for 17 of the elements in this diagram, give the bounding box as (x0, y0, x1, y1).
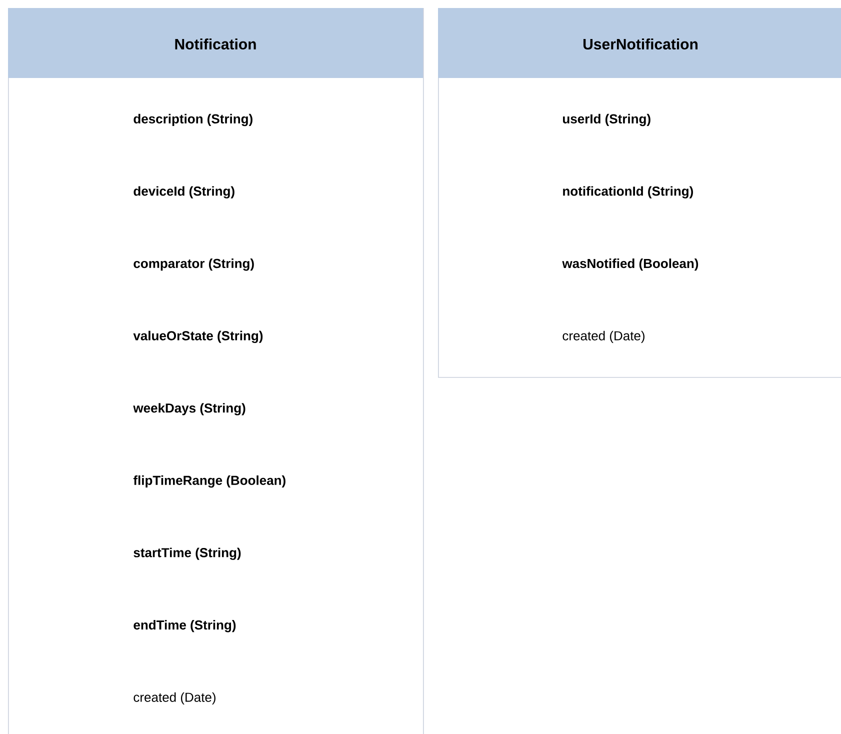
field-text: created (Date) (134, 692, 216, 704)
field-text: description (String) (134, 114, 252, 126)
field-text: notificationId (String) (563, 186, 693, 198)
field-text: wasNotified (Boolean) (562, 258, 698, 271)
field-text: valueOrState (String) (133, 330, 263, 343)
field-text: endTime (String) (134, 620, 236, 632)
field-text: deviceId (String) (134, 186, 234, 198)
field-text: userId (String) (563, 114, 650, 126)
field-text: flipTimeRange (Boolean) (133, 475, 286, 488)
field-text: created (Date) (562, 330, 644, 343)
class-name: UserNotification (583, 38, 698, 50)
class-box (438, 8, 841, 378)
field-text: weekDays (String) (133, 403, 246, 416)
field-text: comparator (String) (134, 258, 254, 271)
class-box (8, 8, 424, 734)
class-name: Notification (175, 38, 256, 50)
field-text: startTime (String) (134, 548, 241, 560)
